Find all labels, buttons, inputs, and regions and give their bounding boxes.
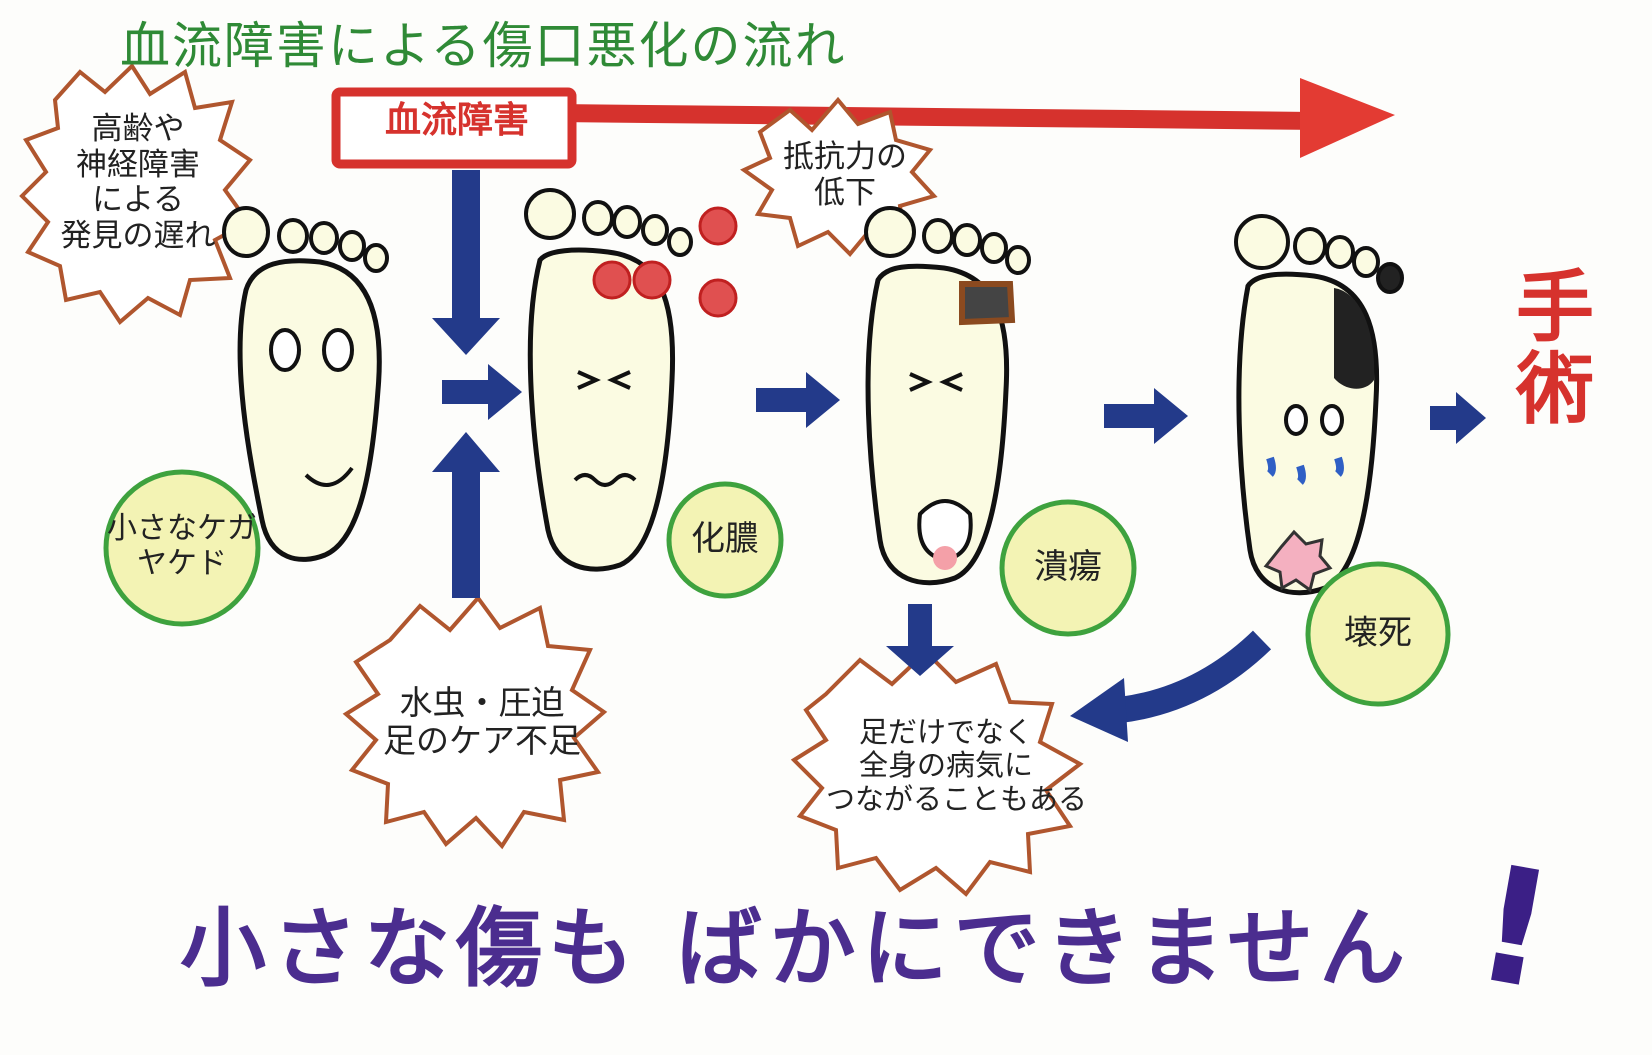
stage-label-3: 潰瘍 — [1002, 547, 1134, 587]
stage-circle-2 — [666, 481, 784, 599]
athletes-foot-line-2: 足のケア不足 — [383, 720, 581, 760]
systemic-line-3: つながることもある — [826, 781, 1088, 816]
foot-ulcer — [864, 206, 1031, 586]
stage-4-line-1: 壊死 — [1344, 613, 1412, 653]
elderly-line-4: 発見の遅れ — [60, 217, 216, 254]
stage-label-4: 壊死 — [1308, 613, 1448, 653]
elderly-cause: 高齢や 神経障害 による 発見の遅れ — [58, 111, 218, 255]
surgery-label: 手 術 — [1510, 263, 1600, 435]
flow-arrows — [432, 170, 1486, 742]
stage-label-1: 小さなケガ ヤケド — [106, 511, 258, 581]
systemic-line-1: 足だけでなく — [858, 715, 1033, 749]
elderly-burst — [19, 62, 253, 325]
foot-healthy — [222, 206, 389, 562]
blood-flow-arrow — [331, 78, 1395, 169]
stage-3-line-1: 潰瘍 — [1034, 547, 1102, 587]
systemic-line-2: 全身の病気に — [858, 748, 1033, 783]
elderly-line-3: による — [91, 182, 185, 219]
stage-1-line-2: ヤケド — [137, 545, 227, 581]
systemic-note: 足だけでなく 全身の病気に つながることもある — [826, 715, 1088, 816]
stage-circle-4 — [1305, 561, 1451, 707]
stage-circle-1 — [103, 469, 261, 627]
systemic-burst — [790, 649, 1084, 897]
surgery-char-2: 術 — [1515, 344, 1594, 435]
athletes-foot-cause: 水虫・圧迫 足のケア不足 — [382, 684, 582, 760]
athletes-foot-line-1: 水虫・圧迫 — [399, 683, 565, 722]
blood-flow-label: 血流障害 — [384, 100, 529, 141]
stage-label-2: 化膿 — [669, 519, 781, 559]
resistance-line-2: 低下 — [814, 174, 876, 211]
athletes-foot-burst — [342, 594, 608, 850]
stage-1-line-1: 小さなケガ — [107, 511, 257, 546]
resistance-cause: 抵抗力の 低下 — [770, 139, 920, 211]
foot-infection — [524, 188, 738, 572]
stage-2-line-1: 化膿 — [691, 519, 759, 559]
elderly-line-1: 高齢や — [91, 111, 185, 147]
surgery-char-1: 手 — [1515, 263, 1594, 353]
slogan: 小さな傷も ばかにできません — [180, 899, 1412, 999]
stage-circle-3 — [999, 499, 1137, 637]
elderly-line-2: 神経障害 — [76, 146, 200, 183]
resistance-line-1: 抵抗力の — [783, 139, 907, 175]
diagram-title: 血流障害による傷口悪化の流れ — [120, 17, 847, 75]
foot-necrosis — [1234, 214, 1404, 596]
